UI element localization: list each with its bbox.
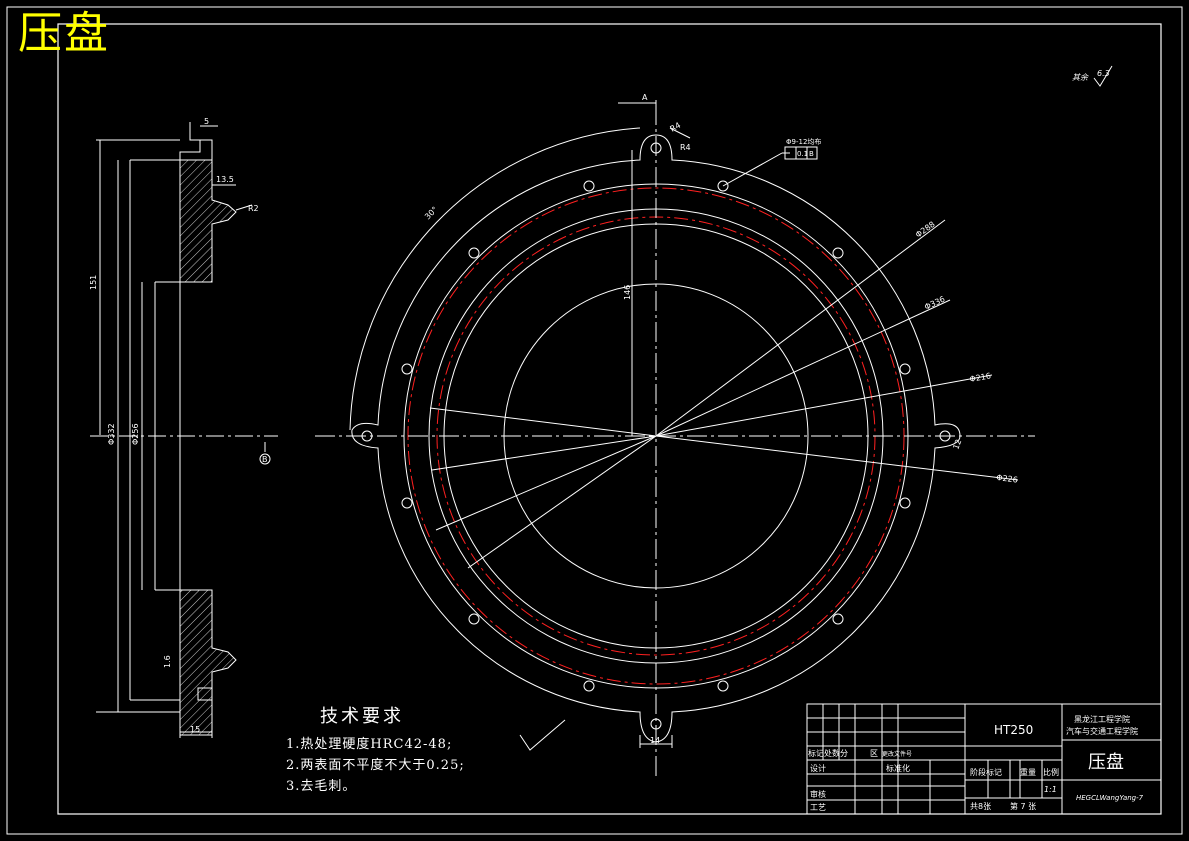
- dim-height-151: 151: [89, 275, 98, 290]
- tb-weight: 重量: [1020, 767, 1036, 777]
- inner-frame: [57, 23, 1162, 815]
- dim-dia-332: Φ332: [107, 423, 116, 445]
- dim-dia-226: Φ226: [996, 473, 1019, 485]
- tb-change-doc: 更改文件号: [882, 750, 912, 758]
- title-block: [806, 703, 1162, 815]
- tb-design: 设计: [810, 763, 826, 773]
- dim-dia-256: Φ256: [131, 423, 140, 445]
- datum-b-label: B: [262, 455, 268, 464]
- dim-groove-radius: R2: [248, 204, 259, 213]
- tb-check: 审核: [810, 789, 826, 799]
- tb-school-2: 汽车与交通工程学院: [1066, 726, 1138, 736]
- plan-view: [315, 100, 1035, 778]
- tb-sheet-no: 第 7 张: [1010, 801, 1036, 811]
- dim-bottom-width: 15: [190, 725, 200, 734]
- tb-scale: 1:1: [1044, 785, 1057, 794]
- dim-angle-30: 30°: [423, 205, 439, 221]
- dim-dia-216: Φ216: [969, 371, 992, 384]
- dim-dia-336: Φ336: [923, 295, 946, 312]
- tol-holes-label: Φ9-12均布: [786, 137, 821, 146]
- dim-top-width: 5: [204, 117, 209, 126]
- bolt-holes: [401, 180, 911, 692]
- tb-scale-label: 比例: [1043, 767, 1059, 777]
- tb-standardize: 标准化: [886, 763, 910, 773]
- tech-item-2: 2.两表面不平度不大于0.25;: [286, 758, 465, 773]
- dim-groove-depth: 13.5: [216, 175, 234, 184]
- section-view: [90, 122, 278, 738]
- dim-r24: R4: [669, 121, 683, 134]
- tb-school-1: 黑龙江工程学院: [1074, 714, 1130, 724]
- roughness-symbol: [1093, 65, 1113, 87]
- tb-revision: 标记处数分: [808, 748, 848, 758]
- tb-drawing-no: HEGCLWangYang-7: [1076, 794, 1144, 802]
- dim-height-146: 146: [623, 285, 632, 300]
- dim-r4: R4: [680, 143, 691, 152]
- dim-side-12: 12: [951, 438, 963, 451]
- tb-stage-mark: 阶段标记: [970, 767, 1002, 777]
- dim-lug-width: 14: [650, 736, 660, 745]
- tol-datum: B: [809, 150, 814, 158]
- tech-item-3: 3.去毛刺。: [286, 779, 357, 794]
- tech-item-1: 1.热处理硬度HRC42-48;: [286, 737, 453, 752]
- tb-process: 工艺: [810, 803, 826, 812]
- tb-sheets: 共8张: [970, 802, 991, 811]
- tol-value: 0.1: [797, 150, 808, 158]
- roughness-section: 1.6: [163, 655, 172, 668]
- tb-part-name: 压盘: [1088, 752, 1124, 773]
- outer-frame: [6, 6, 1183, 835]
- roughness-other-value: 6.3: [1097, 69, 1110, 78]
- tech-requirements: 技术要求 1.热处理硬度HRC42-48; 2.两表面不平度不大于0.25; 3…: [286, 702, 465, 797]
- dim-dia-288: Φ288: [914, 220, 937, 240]
- tb-material: HT250: [994, 723, 1033, 737]
- tech-heading: 技术要求: [320, 706, 404, 727]
- roughness-other-label: 其余: [1072, 73, 1089, 82]
- tb-zone: 区: [870, 749, 878, 758]
- section-mark-a: A: [642, 93, 648, 102]
- outer-contour: [351, 134, 961, 743]
- section-hatch-bottom: [179, 589, 237, 736]
- drawing-title: 压盘: [18, 8, 110, 59]
